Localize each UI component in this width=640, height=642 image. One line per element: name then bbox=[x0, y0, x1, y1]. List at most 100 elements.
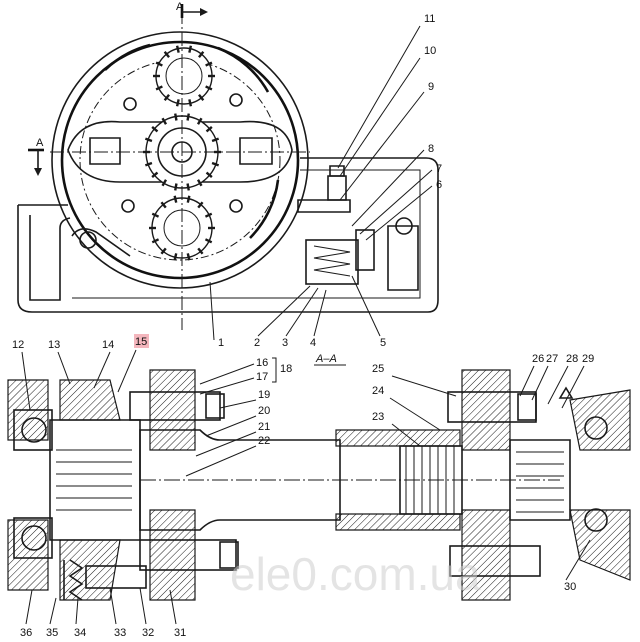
leader-line-31 bbox=[169, 589, 177, 625]
upper-gear-hub bbox=[165, 57, 203, 95]
leader-line-22 bbox=[185, 445, 257, 477]
callout-21: 21 bbox=[258, 421, 270, 433]
section-view bbox=[7, 369, 631, 601]
hub-flange-lower bbox=[59, 539, 121, 601]
main-disc bbox=[51, 31, 309, 289]
leader-line-6 bbox=[365, 185, 433, 241]
right-housing-lower bbox=[569, 509, 631, 581]
gear-tooth-1-16 bbox=[205, 126, 213, 133]
gear-tooth-0-13 bbox=[205, 61, 213, 67]
lever-pivot bbox=[79, 231, 97, 249]
callout-15-highlight bbox=[134, 334, 149, 348]
callout-3: 3 bbox=[282, 337, 288, 349]
gear-tooth-0-3 bbox=[188, 99, 193, 107]
gear-tooth-1-4 bbox=[186, 183, 190, 191]
callout-20: 20 bbox=[258, 405, 270, 417]
gear-tooth-2-1 bbox=[204, 238, 213, 244]
gear-tooth-1-14 bbox=[186, 113, 190, 121]
callout-10: 10 bbox=[424, 45, 436, 57]
callout-33: 33 bbox=[114, 627, 126, 639]
callout-7: 7 bbox=[436, 163, 442, 175]
gear-tooth-2-9 bbox=[160, 201, 167, 209]
gear-tooth-0-11 bbox=[188, 45, 193, 53]
leader-line-32 bbox=[139, 587, 147, 625]
lower-bolt bbox=[139, 539, 237, 571]
callout-4: 4 bbox=[310, 337, 316, 349]
watermark: ele0.com.ua bbox=[230, 548, 481, 600]
drive-hub bbox=[49, 419, 141, 541]
rocker-arm bbox=[297, 199, 351, 213]
callout-11: 11 bbox=[424, 13, 435, 25]
gear-tooth-0-4 bbox=[175, 99, 180, 107]
callout-13: 13 bbox=[48, 339, 60, 351]
leader-line-20 bbox=[205, 415, 257, 437]
callout-12: 12 bbox=[12, 339, 24, 351]
right-hub-splines bbox=[516, 451, 564, 513]
bolt-hole-1 bbox=[123, 97, 137, 111]
callout-35: 35 bbox=[46, 627, 58, 639]
hub-flange-upper bbox=[59, 379, 121, 421]
gear-tooth-2-6 bbox=[151, 238, 160, 244]
upper-gear bbox=[155, 47, 213, 105]
leader-line-34 bbox=[75, 597, 79, 625]
gear-tooth-1-17 bbox=[211, 137, 220, 143]
callout-36: 36 bbox=[20, 627, 32, 639]
callout-23: 23 bbox=[372, 411, 384, 423]
gear-tooth-2-3 bbox=[186, 253, 191, 261]
gear-tooth-2-4 bbox=[173, 253, 178, 261]
leader-line-25 bbox=[391, 375, 457, 397]
leader-line-21 bbox=[195, 431, 257, 457]
tube-wall-upper bbox=[335, 429, 461, 447]
leader-line-30 bbox=[565, 539, 591, 581]
leader-line-2 bbox=[257, 285, 311, 337]
callout-5: 5 bbox=[380, 337, 386, 349]
leader-line-16 bbox=[199, 363, 255, 385]
internal-spline bbox=[399, 445, 463, 515]
left-housing-lower bbox=[7, 519, 49, 591]
callout-31: 31 bbox=[174, 627, 186, 639]
right-lower-bolt bbox=[449, 545, 541, 577]
callout-8: 8 bbox=[428, 143, 434, 155]
gear-tooth-1-12 bbox=[161, 117, 168, 125]
leader-line-5 bbox=[351, 275, 381, 337]
gear-tooth-0-10 bbox=[175, 45, 180, 53]
leader-line-29 bbox=[561, 365, 585, 409]
gear-tooth-1-11 bbox=[151, 126, 159, 133]
leader-line-36 bbox=[25, 589, 33, 625]
callout-16: 16 bbox=[256, 357, 268, 369]
leader-line-7 bbox=[359, 169, 433, 235]
gear-tooth-0-12 bbox=[198, 51, 205, 58]
callout-34: 34 bbox=[74, 627, 86, 639]
gear-tooth-0-2 bbox=[198, 94, 205, 101]
right-coupling-upper bbox=[461, 369, 511, 451]
return-spring bbox=[63, 559, 84, 601]
tube-wall-lower bbox=[335, 513, 461, 531]
callout-30: 30 bbox=[564, 581, 576, 593]
bolt-hole-3 bbox=[121, 199, 135, 213]
gear-tooth-1-10 bbox=[144, 137, 153, 143]
housing-inner-line bbox=[72, 169, 421, 299]
leader-line-28 bbox=[547, 365, 569, 405]
leader-line-26 bbox=[519, 365, 535, 397]
coupling-block-upper bbox=[149, 369, 196, 451]
gear-teeth bbox=[143, 45, 221, 261]
slot-1 bbox=[104, 43, 151, 71]
callout-22: 22 bbox=[258, 435, 270, 447]
bolt-hole-4 bbox=[229, 199, 243, 213]
gear-tooth-1-6 bbox=[161, 179, 168, 187]
gear-tooth-0-5 bbox=[163, 94, 170, 101]
gear-tooth-1-1 bbox=[211, 161, 220, 167]
gear-tooth-1-15 bbox=[196, 117, 203, 125]
leader-line-24 bbox=[389, 397, 441, 431]
callout-29: 29 bbox=[582, 353, 594, 365]
callout-28: 28 bbox=[566, 353, 578, 365]
gear-tooth-1-5 bbox=[174, 183, 178, 191]
side-fitting bbox=[387, 225, 419, 291]
spline-teeth bbox=[405, 446, 455, 514]
leader-line-17 bbox=[199, 377, 255, 395]
callout-26: 26 bbox=[532, 353, 544, 365]
spring-guide bbox=[85, 565, 147, 589]
housing-inner-left bbox=[29, 215, 71, 301]
section-view-title: A–A bbox=[315, 353, 337, 365]
